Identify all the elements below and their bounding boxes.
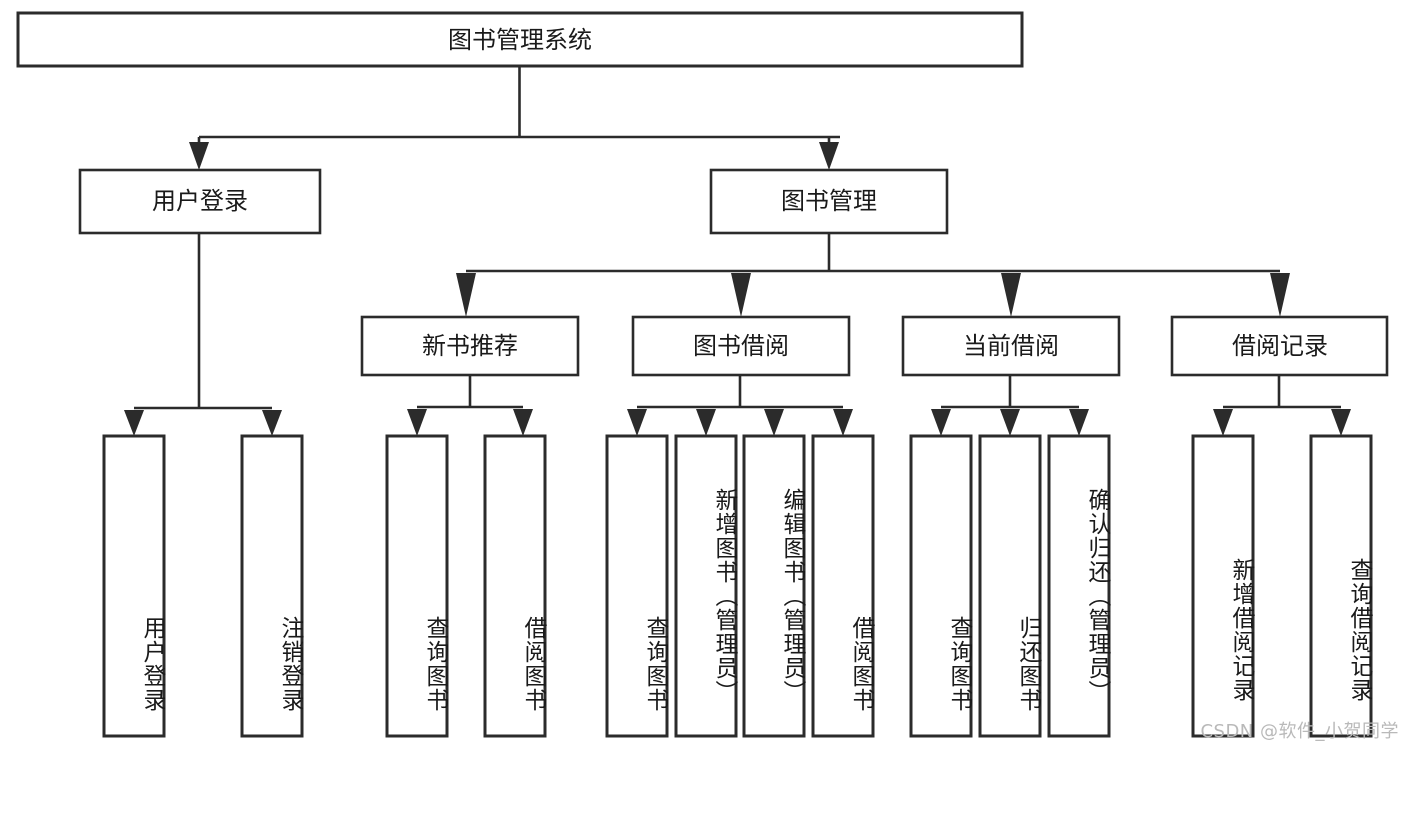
arrowhead-leaf-query-book-1 xyxy=(407,409,427,436)
node-box-leaf-query-book-3[interactable] xyxy=(909,434,973,738)
arrowhead-leaf-borrow-book-2 xyxy=(833,409,853,436)
node-label-user-login: 用户登录 xyxy=(152,187,248,215)
node-label-book-management: 图书管理 xyxy=(781,187,877,215)
node-box-borrow-record[interactable] xyxy=(1170,315,1389,377)
node-box-root[interactable] xyxy=(16,11,1024,68)
arrowhead-leaf-logout-login xyxy=(262,410,282,436)
arrowhead-leaf-user-login xyxy=(124,410,144,436)
node-box-leaf-query-record[interactable] xyxy=(1309,434,1373,738)
arrowhead-leaf-query-record xyxy=(1331,409,1351,436)
node-label-current-borrow: 当前借阅 xyxy=(963,332,1059,360)
node-layer: 图书管理系统 用户登录 图书管理 新书推荐 图书借阅 当前借阅 借阅记录 xyxy=(16,11,1389,738)
arrowhead-book-borrow xyxy=(731,273,751,317)
node-box-leaf-confirm-return[interactable] xyxy=(1047,434,1111,738)
tree-diagram-svg: 图书管理系统 用户登录 图书管理 新书推荐 图书借阅 当前借阅 借阅记录 xyxy=(16,11,1389,738)
arrowhead-leaf-query-book-3 xyxy=(931,409,951,436)
node-box-leaf-user-login[interactable] xyxy=(102,434,166,738)
node-box-new-book-recommend[interactable] xyxy=(360,315,580,377)
arrowhead-leaf-add-book xyxy=(696,409,716,436)
node-label-new-book-recommend: 新书推荐 xyxy=(422,332,518,360)
node-box-leaf-query-book-2[interactable] xyxy=(605,434,669,738)
node-box-leaf-borrow-book-1[interactable] xyxy=(483,434,547,738)
node-box-leaf-borrow-book-2[interactable] xyxy=(811,434,875,738)
node-box-book-management[interactable] xyxy=(709,168,949,235)
arrowhead-leaf-borrow-book-1 xyxy=(513,409,533,436)
arrowhead-book-management xyxy=(819,142,839,170)
node-label-borrow-record: 借阅记录 xyxy=(1232,332,1328,360)
arrowhead-leaf-query-book-2 xyxy=(627,409,647,436)
arrowhead-leaf-confirm-return xyxy=(1069,409,1089,436)
node-box-leaf-return-book[interactable] xyxy=(978,434,1042,738)
node-box-leaf-logout-login[interactable] xyxy=(240,434,304,738)
connector-layer xyxy=(124,66,1351,436)
arrowhead-leaf-edit-book xyxy=(764,409,784,436)
arrowhead-current-borrow xyxy=(1001,273,1021,317)
node-box-leaf-add-record[interactable] xyxy=(1191,434,1255,738)
arrowhead-user-login xyxy=(189,142,209,170)
node-box-leaf-edit-book[interactable] xyxy=(742,434,806,738)
arrowhead-new-book-recommend xyxy=(456,273,476,317)
csdn-watermark: CSDN @软件_小贺同学 xyxy=(1200,721,1399,742)
functional-structure-diagram: 图书管理系统 用户登录 图书管理 新书推荐 图书借阅 当前借阅 借阅记录 xyxy=(16,11,1399,742)
node-label-book-borrow: 图书借阅 xyxy=(693,332,789,360)
node-box-user-login[interactable] xyxy=(78,168,322,235)
node-box-leaf-query-book-1[interactable] xyxy=(385,434,449,738)
node-box-book-borrow[interactable] xyxy=(631,315,851,377)
arrowhead-leaf-add-record xyxy=(1213,409,1233,436)
arrowhead-leaf-return-book xyxy=(1000,409,1020,436)
arrowhead-borrow-record xyxy=(1270,273,1290,317)
node-box-leaf-add-book[interactable] xyxy=(674,434,738,738)
node-box-current-borrow[interactable] xyxy=(901,315,1121,377)
node-label-root: 图书管理系统 xyxy=(448,26,592,54)
